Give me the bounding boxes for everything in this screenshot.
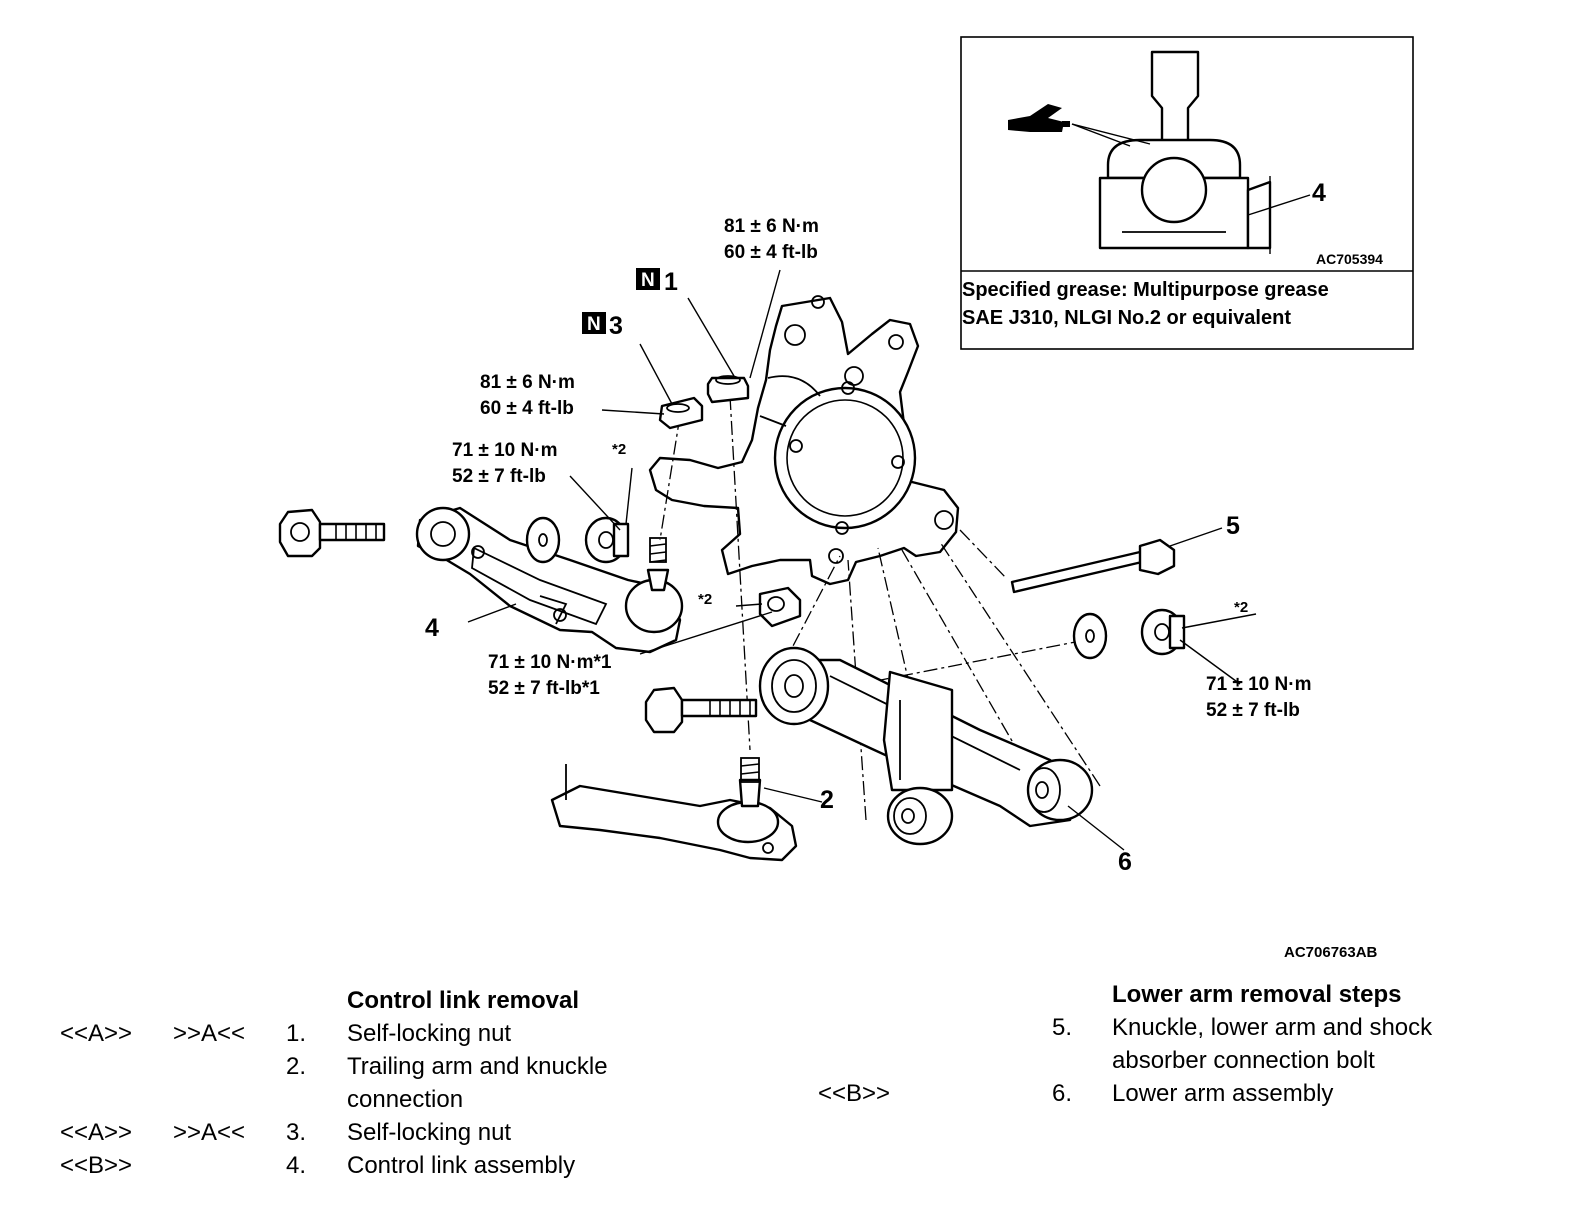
legend-row: 2. Trailing arm and knuckle [286,1053,608,1080]
callout-6: 6 [1118,848,1132,876]
grease-spec-line-1: Specified grease: Multipurpose grease [962,279,1329,301]
torque-link-nm: 71 ± 10 N·m [452,440,557,461]
note-star2-arm: *2 [1234,599,1248,616]
callout-2: 2 [820,786,834,814]
knuckle-connection-bolt-5 [1010,538,1176,594]
torque-nut3-nm: 81 ± 6 N·m [480,372,575,393]
legend-row: <<A>> >>A<< 1. Self-locking nut [60,1020,512,1047]
n-badge-3: N [582,312,606,335]
grease-spec-line-2: SAE J310, NLGI No.2 or equivalent [962,307,1291,329]
torque-nut1-ftlb: 60 ± 4 ft-lb [724,242,818,263]
lower-arm-legend: Lower arm removal steps 5. Knuckle, lowe… [818,978,1518,1110]
lower-arm-washer [1072,612,1108,660]
control-link-bolt [278,508,386,558]
legend-row: connection [347,1086,464,1113]
legend-row: <<B>> 6. Lower arm assembly [818,1080,1334,1107]
lower-arm-bolt-left [644,686,758,734]
legend-row: 5. Knuckle, lower arm and shock [1052,1014,1433,1041]
n-badge-1: N [636,268,660,291]
link-nut [584,516,630,564]
legend-row: <<B>> 4. Control link assembly [60,1152,576,1179]
grease-specification: Specified grease: Multipurpose grease SA… [962,276,1382,332]
note-star2-link: *2 [612,441,626,458]
self-locking-nut-1 [706,375,750,404]
lower-arm-title: Lower arm removal steps [1112,981,1402,1008]
control-link-title: Control link removal [347,987,580,1014]
torque-lower-ftlb: 52 ± 7 ft-lb*1 [488,678,600,699]
callout-4: 4 [425,614,439,642]
callout-3: 3 [609,312,623,340]
legend-row: absorber connection bolt [1112,1047,1375,1074]
note-star2-lower: *2 [698,591,712,608]
torque-link-ftlb: 52 ± 7 ft-lb [452,466,546,487]
legend-row: <<A>> >>A<< 3. Self-locking nut [60,1119,512,1146]
lower-nut-star2 [758,586,802,628]
callout-5: 5 [1226,512,1240,540]
torque-arm-ftlb: 52 ± 7 ft-lb [1206,700,1300,721]
leader-lines [467,269,1257,851]
grease-inset: 4 AC705394 [960,36,1414,350]
trailing-arm [550,757,798,862]
svg-text:N: N [587,314,601,335]
lower-arm-nut [1140,608,1186,656]
svg-text:N: N [641,270,655,291]
self-locking-nut-3 [658,396,704,430]
control-link-assembly [415,506,684,654]
control-link-legend: Control link removal <<A>> >>A<< 1. Self… [60,984,780,1182]
inset-part-4-label: 4 [1312,179,1326,207]
torque-nut1-nm: 81 ± 6 N·m [724,216,819,237]
lower-arm-assembly [758,646,1094,846]
callout-1: 1 [664,268,678,296]
figure-code: AC706763AB [1284,944,1378,961]
grease-gun-icon [1008,104,1070,132]
torque-nut3-ftlb: 60 ± 4 ft-lb [480,398,574,419]
inset-figure-code: AC705394 [1316,251,1383,267]
torque-arm-nm: 71 ± 10 N·m [1206,674,1311,695]
torque-lower-nm: 71 ± 10 N·m*1 [488,652,612,673]
link-washer [525,516,561,564]
knuckle [648,295,960,586]
